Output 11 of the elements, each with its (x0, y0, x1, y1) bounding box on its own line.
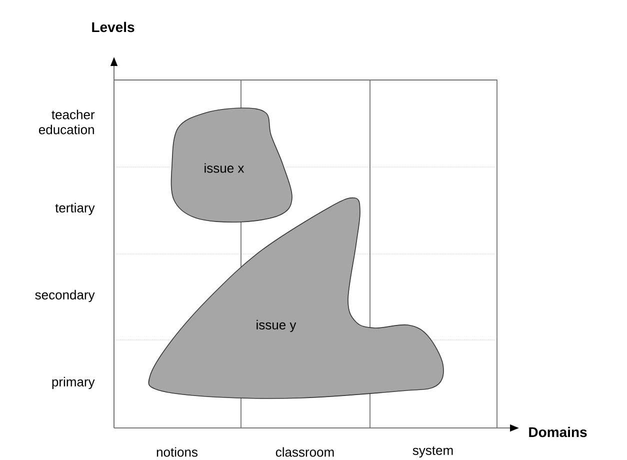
axis-category-label: secondary (35, 290, 95, 302)
axis-category-label: teacher education (38, 110, 95, 134)
axis-category-label: tertiary (55, 202, 95, 216)
axis-category-label: system (412, 446, 453, 458)
axis-category-label: notions (156, 447, 198, 457)
axis-title: Levels (92, 22, 134, 32)
issue-region: issue y (148, 197, 444, 399)
axis-category-label: classroom (276, 447, 334, 457)
axis-category-label: primary (52, 376, 95, 390)
issue-region: issue x (170, 108, 292, 223)
axis-title: Domains (529, 426, 587, 438)
